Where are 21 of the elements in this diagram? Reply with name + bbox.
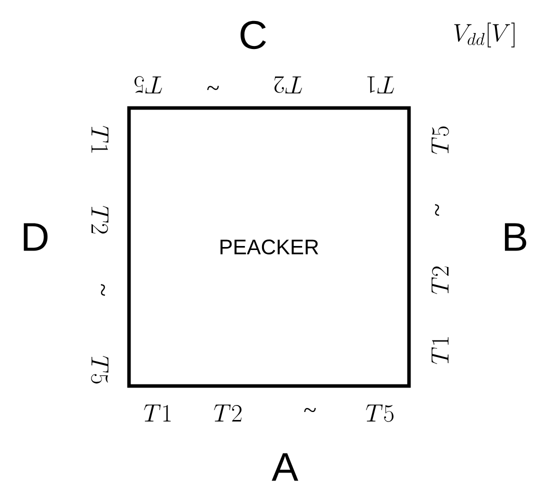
chip-box: PEACKER	[127, 106, 411, 388]
side-letter: D	[24, 223, 48, 251]
side-letter: C	[240, 20, 266, 50]
range-tilde: ~	[435, 204, 440, 216]
side-letter: B	[504, 223, 526, 251]
pin-label: $T1$	[92, 126, 108, 153]
pin-label: $T5$	[91, 356, 108, 384]
pin-label: $T1$	[432, 337, 448, 364]
pin-label: $T2$	[92, 206, 108, 234]
pin-label: $T5$	[366, 404, 394, 422]
pin-label: $T1$	[144, 404, 171, 422]
pin-label: $T5$	[432, 126, 449, 154]
pin-label: $V_{dd}[V]$	[454, 22, 514, 48]
range-tilde: ~	[100, 284, 105, 296]
range-tilde: ~	[304, 408, 316, 412]
pin-label: $T5$	[134, 76, 162, 94]
pin-label: $T1$	[367, 76, 394, 94]
pin-label: $T2$	[274, 76, 302, 94]
pin-label: $T2$	[432, 266, 448, 294]
pin-label: $T2$	[214, 404, 242, 422]
side-letter: A	[272, 453, 298, 481]
